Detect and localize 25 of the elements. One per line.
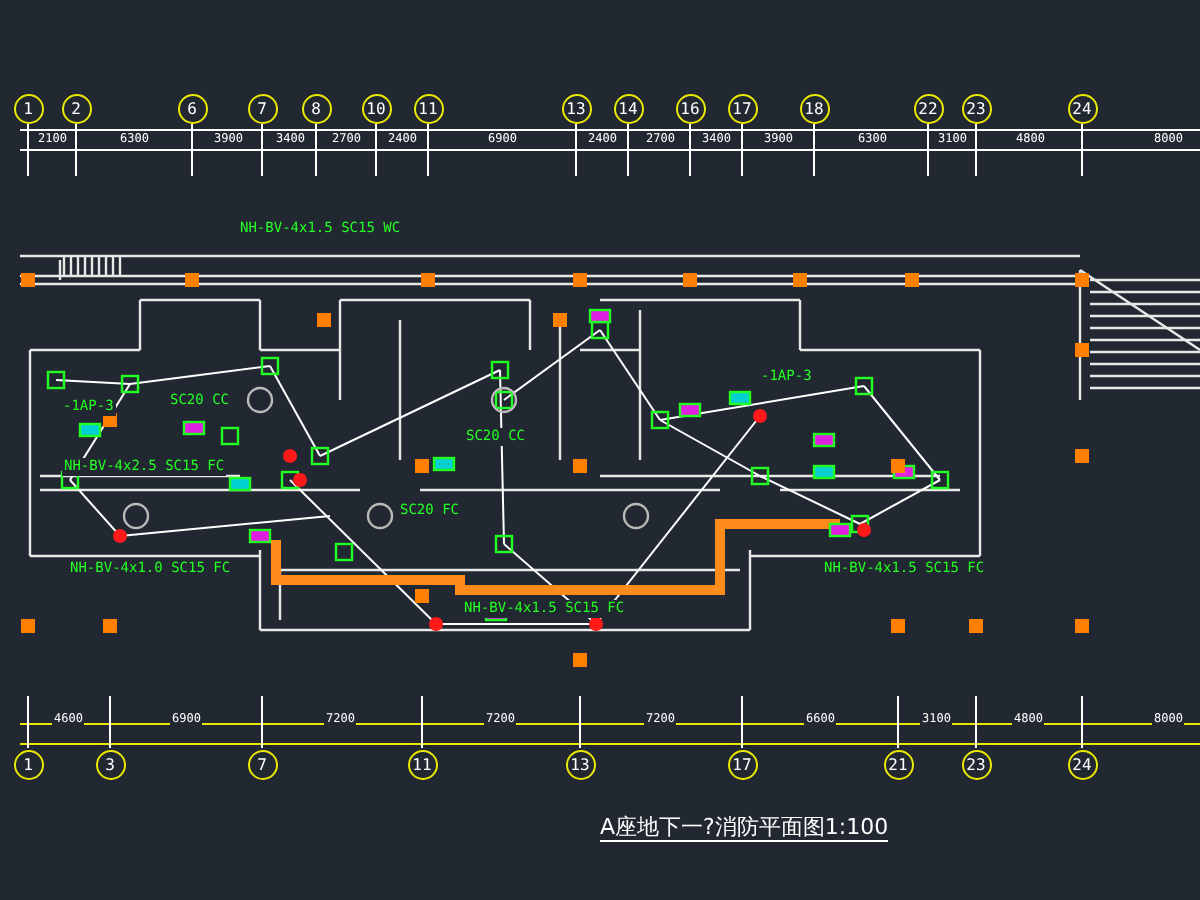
axis-number: 1: [13, 93, 43, 123]
axis-number: 10: [361, 93, 391, 123]
axis-number: 8: [301, 93, 331, 123]
axis-number: 14: [613, 93, 643, 123]
axis-number: 17: [727, 749, 757, 779]
axis-number: 7: [247, 93, 277, 123]
drawing-title: A座地下一?消防平面图1:100: [600, 816, 889, 842]
axis-number: 13: [565, 749, 595, 779]
axis-number: 13: [561, 93, 591, 123]
axis-number: 18: [799, 93, 829, 123]
axis-number: 24: [1067, 93, 1097, 123]
axis-number: 23: [961, 749, 991, 779]
axis-number: 16: [675, 93, 705, 123]
axis-number: 23: [961, 93, 991, 123]
axis-number: 3: [95, 749, 125, 779]
axis-number: 22: [913, 93, 943, 123]
axis-number: 11: [413, 93, 443, 123]
axis-number: 1: [13, 749, 43, 779]
axis-number: 7: [247, 749, 277, 779]
axis-number: 6: [177, 93, 207, 123]
axis-number: 24: [1067, 749, 1097, 779]
axis-number: 17: [727, 93, 757, 123]
axis-number: 11: [407, 749, 437, 779]
axis-number: 21: [883, 749, 913, 779]
axis-number: 2: [61, 93, 91, 123]
